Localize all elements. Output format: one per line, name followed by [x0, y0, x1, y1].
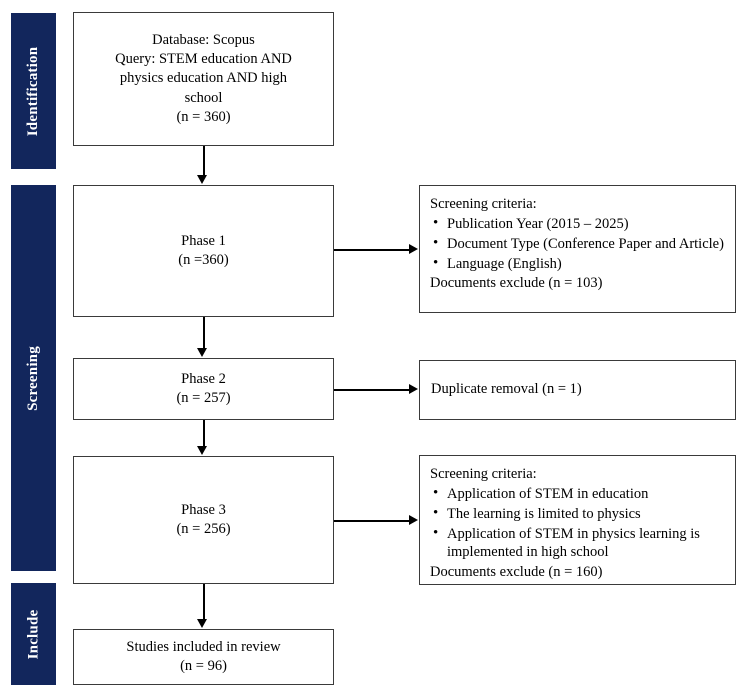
criteria2-item: The learning is limited to physics — [430, 504, 727, 524]
source-box: Database: Scopus Query: STEM education A… — [73, 12, 334, 146]
phase3-box: Phase 3 (n = 256) — [73, 456, 334, 584]
arrowhead-phase3-to-criteria2 — [409, 515, 418, 525]
criteria1-item: Publication Year (2015 – 2025) — [430, 214, 727, 234]
criteria2-item: Application of STEM in education — [430, 484, 727, 504]
arrowhead-phase1-to-criteria1 — [409, 244, 418, 254]
connector-phase2-to-phase3 — [203, 420, 205, 447]
connector-phase3-to-criteria2 — [334, 520, 410, 522]
criteria1-footer: Documents exclude (n = 103) — [430, 275, 603, 292]
criteria1-title: Screening criteria: — [430, 196, 537, 212]
stage-label-identification: Identification — [25, 46, 41, 136]
arrowhead-phase2-to-duplicate — [409, 384, 418, 394]
connector-phase1-to-criteria1 — [334, 249, 410, 251]
source-line-2: Query: STEM education AND — [115, 51, 292, 68]
arrowhead-phase3-to-included — [197, 619, 207, 628]
source-line-1: Database: Scopus — [152, 32, 255, 49]
stage-label-screening: Screening — [25, 345, 42, 411]
stage-bar-screening: Screening — [11, 185, 56, 571]
connector-phase1-to-phase2 — [203, 317, 205, 349]
criteria1-box: Screening criteria: Publication Year (20… — [419, 185, 736, 313]
stage-bar-identification: Identification — [11, 13, 56, 169]
criteria2-title: Screening criteria: — [430, 466, 537, 482]
duplicate-removal-box: Duplicate removal (n = 1) — [419, 360, 736, 420]
criteria1-item: Document Type (Conference Paper and Arti… — [430, 234, 727, 254]
phase3-label: Phase 3 — [181, 501, 226, 518]
arrowhead-phase1-to-phase2 — [197, 348, 207, 357]
phase1-box-text: Phase 1 (n =360) — [178, 232, 228, 270]
duplicate-removal-text: Duplicate removal (n = 1) — [431, 381, 582, 398]
phase2-box: Phase 2 (n = 257) — [73, 358, 334, 420]
source-line-4: school — [184, 89, 223, 106]
included-label: Studies included in review — [126, 638, 281, 655]
source-line-3: physics education AND high — [119, 70, 288, 87]
phase3-box-text: Phase 3 (n = 256) — [176, 501, 230, 539]
connector-source-to-phase1 — [203, 146, 205, 176]
connector-phase3-to-included — [203, 584, 205, 620]
phase1-count: (n =360) — [178, 252, 229, 268]
connector-phase2-to-duplicate — [334, 389, 410, 391]
phase3-count: (n = 256) — [176, 521, 231, 537]
phase2-box-text: Phase 2 (n = 257) — [176, 370, 230, 408]
criteria2-item: Application of STEM in physics learning … — [430, 524, 727, 563]
included-count: (n = 96) — [180, 658, 227, 674]
criteria1-list: Publication Year (2015 – 2025) Document … — [430, 214, 727, 274]
source-box-text: Database: Scopus Query: STEM education A… — [115, 31, 292, 127]
arrowhead-phase2-to-phase3 — [197, 446, 207, 455]
criteria2-list: Application of STEM in education The lea… — [430, 484, 727, 563]
criteria1-item: Language (English) — [430, 254, 727, 274]
criteria2-footer: Documents exclude (n = 160) — [430, 564, 603, 581]
arrowhead-source-to-phase1 — [197, 175, 207, 184]
included-box-text: Studies included in review (n = 96) — [126, 638, 280, 676]
included-box: Studies included in review (n = 96) — [73, 629, 334, 685]
phase1-label: Phase 1 — [181, 232, 226, 249]
phase2-count: (n = 257) — [176, 390, 231, 406]
phase1-box: Phase 1 (n =360) — [73, 185, 334, 317]
stage-bar-include: Include — [11, 583, 56, 685]
phase2-label: Phase 2 — [181, 370, 226, 387]
criteria2-box: Screening criteria: Application of STEM … — [419, 455, 736, 585]
stage-label-include: Include — [25, 609, 41, 659]
source-count: (n = 360) — [176, 108, 231, 125]
